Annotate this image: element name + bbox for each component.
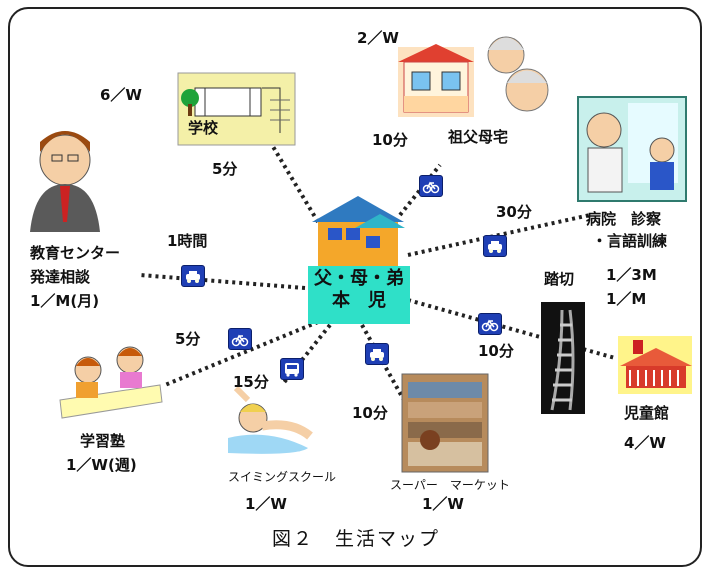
car-icon <box>365 343 389 365</box>
center-label: 父・母・弟 本 児 <box>308 268 410 311</box>
center-line2: 本 児 <box>332 289 386 311</box>
swimming-image <box>228 385 313 454</box>
car-icon <box>483 235 507 257</box>
center-box <box>308 266 410 324</box>
cram-school-time: 5分 <box>175 330 201 348</box>
children-hall-label: 児童館 <box>624 404 670 422</box>
railroad-crossing-image <box>541 302 585 414</box>
grandparents-house-image <box>398 36 549 117</box>
education-center-label-2: 発達相談 <box>30 268 91 286</box>
supermarket-frequency: 1／W <box>422 495 464 513</box>
bicycle-icon <box>228 328 252 350</box>
line-to-children-hall <box>407 298 616 360</box>
crossing-label: 踏切 <box>544 270 575 288</box>
swimming-label: スイミングスクール <box>228 470 337 484</box>
school-time: 5分 <box>212 160 238 178</box>
home-house-image <box>312 196 405 266</box>
hospital-label-2: ・言語訓練 <box>592 232 668 250</box>
cram-school-label: 学習塾 <box>80 432 126 450</box>
supermarket-image <box>401 373 489 473</box>
supermarket-time: 10分 <box>352 404 388 422</box>
hospital-image <box>577 96 687 202</box>
cram-school-image <box>59 346 163 419</box>
grandparents-label: 祖父母宅 <box>448 128 509 146</box>
education-center-label-1: 教育センター <box>30 244 121 262</box>
supermarket-label: スーパー マーケット <box>390 478 510 492</box>
bus-icon <box>280 358 304 380</box>
school-label: 学校 <box>188 119 219 137</box>
hospital-frequency-1: 1／3M <box>606 266 657 284</box>
counselor-image <box>30 131 100 232</box>
hospital-label-1: 病院 診察 <box>586 210 662 228</box>
car-icon <box>181 265 205 287</box>
education-center-frequency: 1／M(月) <box>30 292 100 310</box>
figure-caption: 図２ 生活マップ <box>271 528 440 550</box>
bicycle-icon <box>478 313 502 335</box>
swimming-frequency: 1／W <box>245 495 287 513</box>
school-image <box>177 72 296 146</box>
hospital-frequency-2: 1／M <box>606 290 647 308</box>
children-hall-time: 10分 <box>478 342 514 360</box>
line-to-education-center <box>139 273 306 290</box>
grandparents-frequency: 2／W <box>357 29 399 47</box>
center-line1: 父・母・弟 <box>314 268 404 289</box>
children-hall-frequency: 4／W <box>624 434 666 452</box>
swimming-time: 15分 <box>233 373 269 391</box>
education-center-time: 1時間 <box>167 232 208 250</box>
connection-lines <box>30 36 692 473</box>
school-frequency: 6／W <box>100 86 142 104</box>
line-to-school <box>270 143 320 224</box>
children-hall-image <box>618 336 692 394</box>
cram-school-frequency: 1／W(週) <box>66 456 137 474</box>
bicycle-icon <box>419 175 443 197</box>
grandparents-time: 10分 <box>372 131 408 149</box>
hospital-time: 30分 <box>496 203 532 221</box>
